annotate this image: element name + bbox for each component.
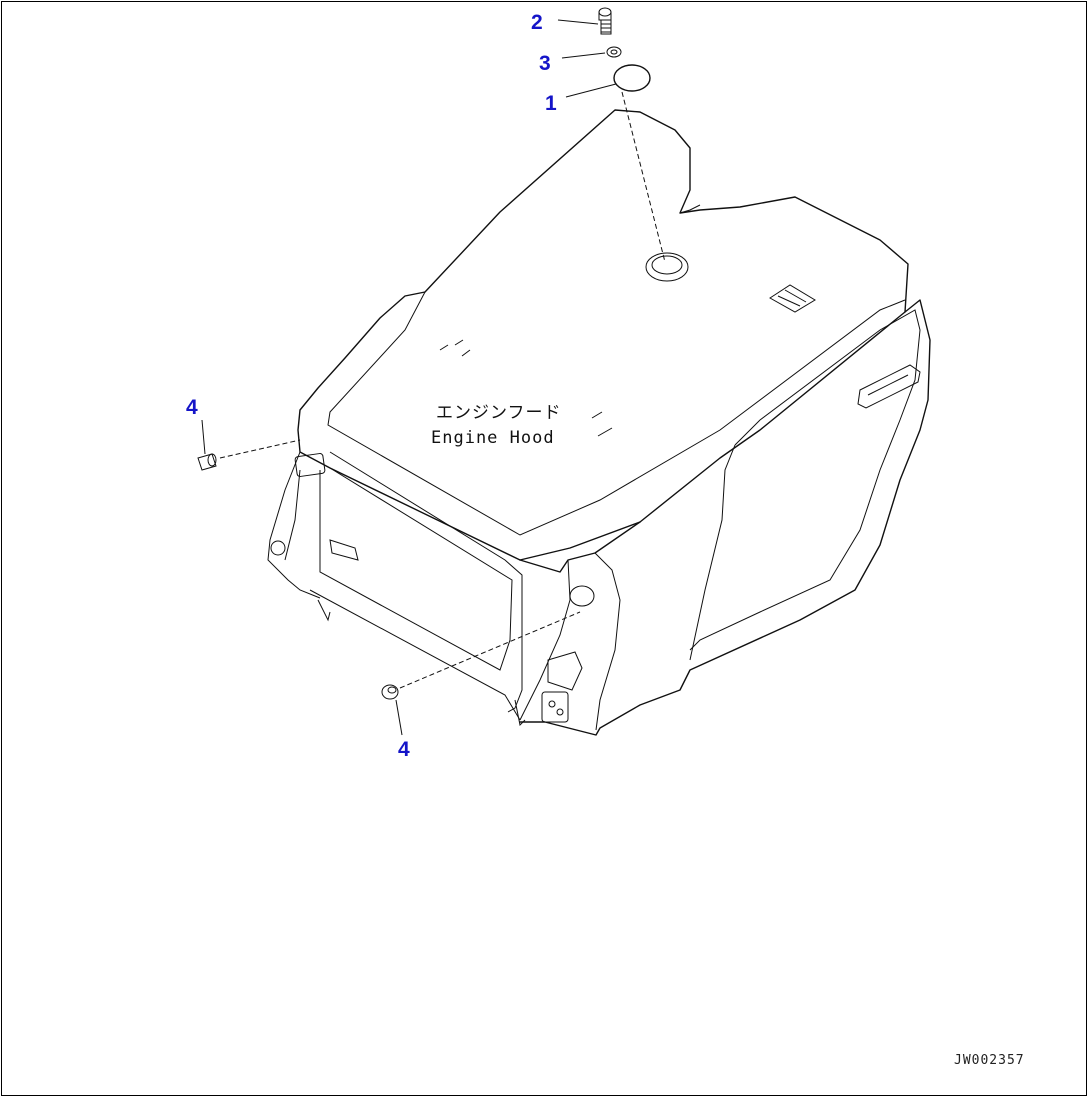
part-2-bolt <box>598 7 612 35</box>
hood-label-japanese: エンジンフード <box>436 403 562 423</box>
part-1-cap <box>613 64 651 92</box>
callout-4-left: 4 <box>186 396 198 419</box>
callout-2: 2 <box>531 11 543 34</box>
assembly-lines <box>219 91 666 689</box>
drawing-id: JW002357 <box>954 1053 1025 1068</box>
part-3-washer <box>606 46 622 58</box>
part-4-bolt-bottom <box>381 684 399 700</box>
engine-hood-body <box>267 109 931 736</box>
callout-1: 1 <box>545 92 557 115</box>
hood-label-english: Engine Hood <box>431 428 555 448</box>
leader-lines <box>201 19 617 736</box>
part-4-bolt-left <box>197 453 217 471</box>
callout-3: 3 <box>539 52 551 75</box>
callout-4-bottom: 4 <box>398 738 410 761</box>
